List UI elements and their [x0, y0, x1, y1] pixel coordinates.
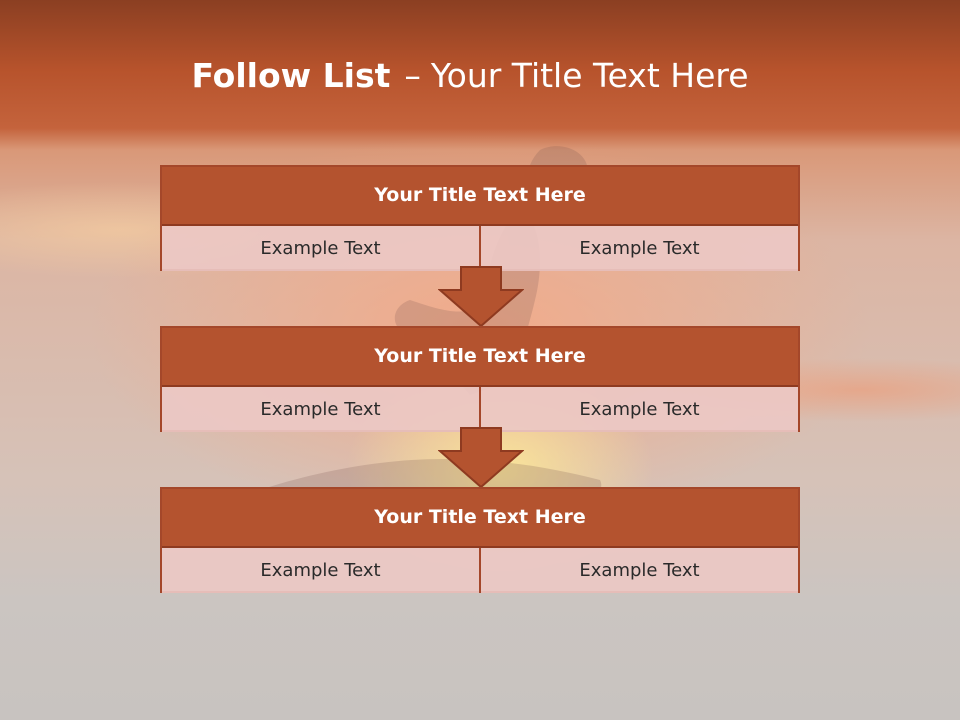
step-cell-left: Example Text [260, 399, 381, 420]
step-cell-right: Example Text [479, 548, 798, 593]
down-arrow-icon [438, 266, 524, 328]
step-box-1: Your Title Text Here Example Text Exampl… [160, 165, 800, 271]
step-cell-right: Example Text [479, 226, 798, 271]
step-box-3: Your Title Text Here Example Text Exampl… [160, 487, 800, 593]
slide-title-text: Your Title Text Here [430, 56, 749, 95]
step-cell-left: Example Text [260, 238, 381, 259]
slide-title: Follow List–Your Title Text Here [0, 56, 940, 96]
step-row: Example Text Example Text [162, 548, 798, 593]
step-cell-right: Example Text [479, 387, 798, 432]
step-row: Example Text Example Text [162, 226, 798, 271]
down-arrow-icon [438, 427, 524, 489]
step-cell-left: Example Text [260, 560, 381, 581]
slide-title-separator: – [404, 56, 421, 95]
step-box-2: Your Title Text Here Example Text Exampl… [160, 326, 800, 432]
step-title: Your Title Text Here [162, 489, 798, 548]
slide-title-lead: Follow List [191, 56, 391, 95]
step-title: Your Title Text Here [162, 328, 798, 387]
step-title: Your Title Text Here [162, 167, 798, 226]
step-row: Example Text Example Text [162, 387, 798, 432]
